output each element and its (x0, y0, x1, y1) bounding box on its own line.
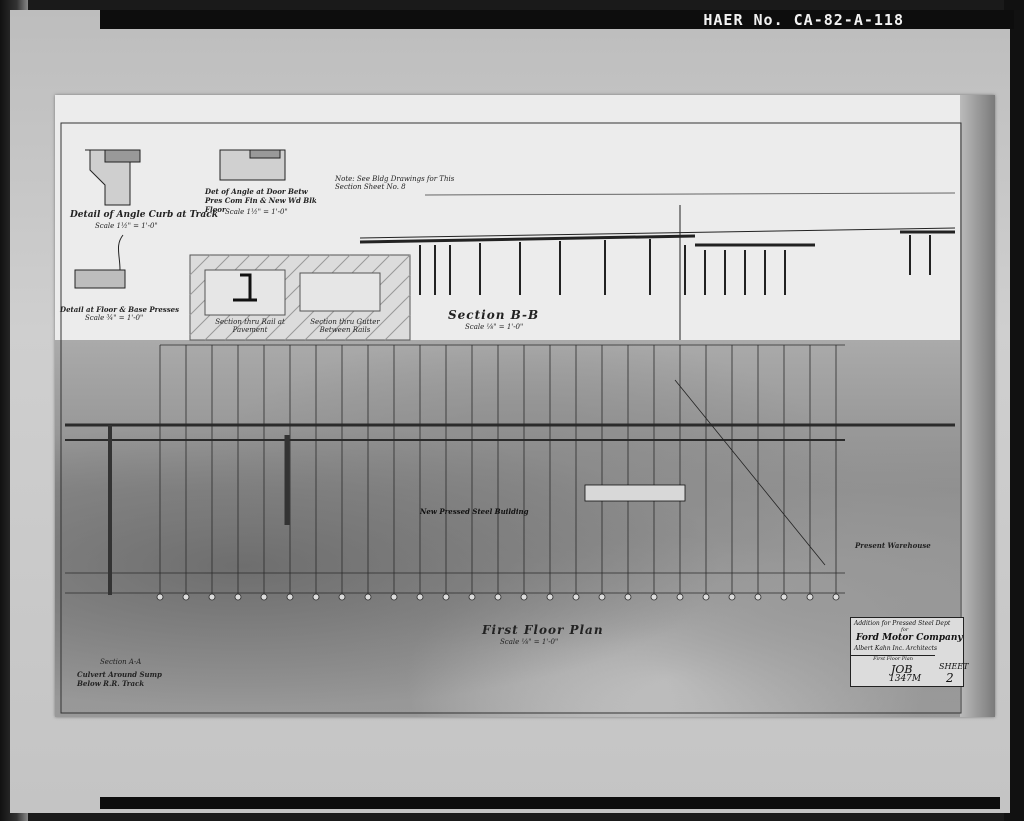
plan-scale: Scale ⅛" = 1'-0" (500, 638, 559, 646)
section-rail-title: Section thru Rail at Pavement (215, 318, 285, 334)
sheet-number: 2 (946, 671, 954, 685)
angle-curb-detail (85, 149, 141, 206)
column-marker (208, 593, 216, 601)
column-marker (702, 593, 710, 601)
floor-base-scale: Scale ¾" = 1'-0" (85, 314, 144, 322)
door-angle-title: Det of Angle at Door Betw Pres Com Fin &… (205, 187, 317, 214)
column-marker (286, 593, 294, 601)
column-marker (312, 593, 320, 601)
sheet-edge-shadow (960, 95, 995, 717)
drawing-name: First Floor Plan (851, 655, 935, 662)
column-marker (832, 593, 840, 601)
column-marker (182, 593, 190, 601)
column-marker (156, 593, 164, 601)
client-name: Ford Motor Company (856, 633, 963, 643)
sheet-label: SHEET (939, 662, 969, 671)
column-marker (520, 593, 528, 601)
warehouse-label: Present Warehouse (855, 541, 931, 550)
culvert-section-label: Section A-A (100, 658, 142, 666)
sheet-border (60, 122, 962, 714)
column-marker (416, 593, 424, 601)
angle-curb-title: Detail of Angle Curb at Track (70, 210, 218, 220)
column-marker (728, 593, 736, 601)
column-marker (494, 593, 502, 601)
section-bb-drawing (359, 192, 956, 340)
drawing-linework (60, 122, 962, 714)
note-text: Note: See Bldg Drawings for This Section… (335, 175, 455, 191)
door-angle-scale: Scale 1½" = 1'-0" (225, 208, 288, 216)
angle-curb-scale: Scale 1½" = 1'-0" (95, 222, 158, 230)
title-block: Addition for Pressed Steel Dept for Ford… (850, 617, 968, 687)
building-label: New Pressed Steel Building (420, 507, 529, 516)
job-number: 1347M (889, 674, 922, 684)
column-marker (338, 593, 346, 601)
column-marker (598, 593, 606, 601)
column-marker (624, 593, 632, 601)
column-marker (806, 593, 814, 601)
job-label: JOB (891, 663, 913, 676)
column-marker (572, 593, 580, 601)
section-bb-title: Section B-B (448, 308, 540, 322)
column-marker (546, 593, 554, 601)
column-marker (780, 593, 788, 601)
title-line: Addition for Pressed Steel Dept (854, 620, 951, 627)
column-marker (260, 593, 268, 601)
column-marker (468, 593, 476, 601)
column-marker (364, 593, 372, 601)
title-for: for (901, 627, 909, 633)
section-gutter-title: Section thru Gutter Between Rails (310, 318, 380, 334)
architect-name: Albert Kahn Inc. Architects (854, 645, 938, 652)
column-marker (234, 593, 242, 601)
rail-gutter-sections (189, 254, 411, 341)
column-marker (442, 593, 450, 601)
archive-label: HAER No. CA-82-A-118 (703, 11, 904, 29)
archive-header-bar (100, 10, 1014, 29)
floor-base-detail (74, 234, 126, 289)
column-marker (650, 593, 658, 601)
drawing-sheet: Detail of Angle Curb at Track Scale 1½" … (55, 95, 995, 717)
column-marker (676, 593, 684, 601)
door-angle-detail (219, 149, 286, 181)
floor-plan-grid (65, 344, 955, 601)
floor-base-title: Detail at Floor & Base Presses (60, 305, 180, 314)
plan-title: First Floor Plan (482, 623, 604, 637)
column-marker (390, 593, 398, 601)
culvert-title: Culvert Around Sump Below R.R. Track (77, 670, 162, 688)
archive-footer-bar (100, 797, 1000, 809)
section-bb-scale: Scale ⅛" = 1'-0" (465, 323, 524, 331)
column-marker (754, 593, 762, 601)
